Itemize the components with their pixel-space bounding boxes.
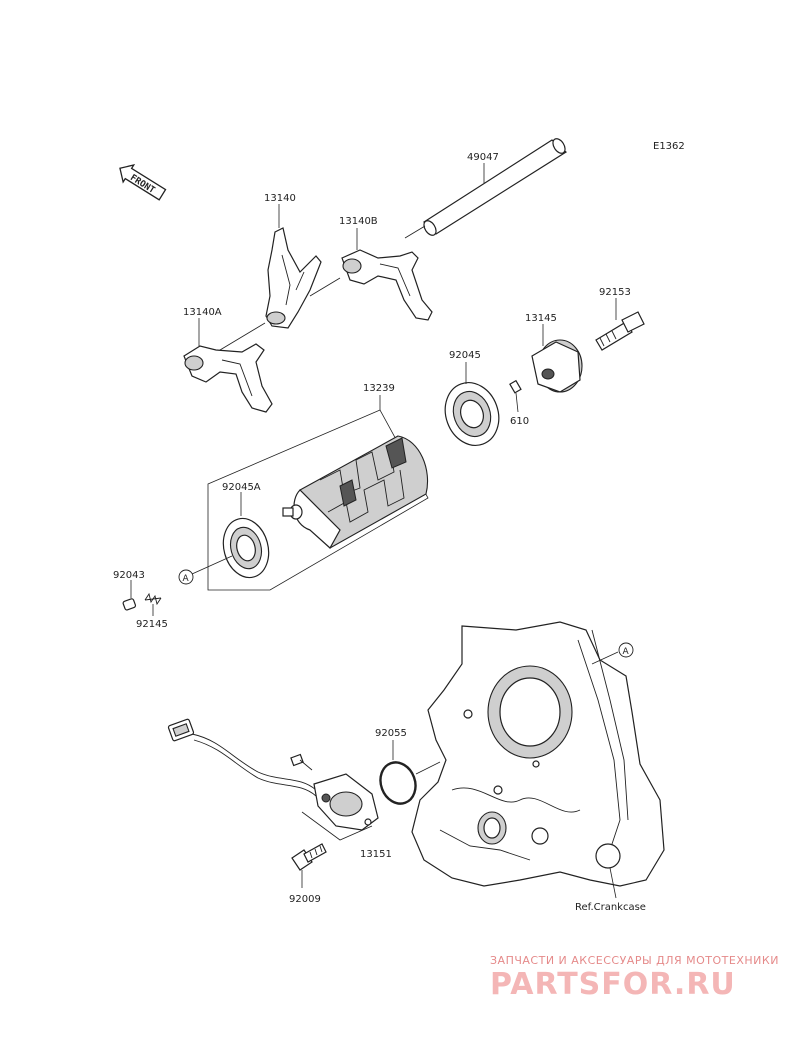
bolt-92009 bbox=[291, 843, 327, 871]
label-ref-crankcase: Ref.Crankcase bbox=[575, 902, 646, 913]
spring-92145 bbox=[144, 592, 162, 606]
ref-a-marker-right: A bbox=[591, 642, 634, 665]
gear-position-sensor-13151 bbox=[167, 718, 379, 831]
shift-fork-13140a bbox=[183, 343, 273, 413]
leader-610 bbox=[515, 392, 519, 413]
leader-13151 bbox=[301, 811, 373, 841]
label-13140: 13140 bbox=[264, 193, 296, 204]
shift-rod-49047 bbox=[209, 138, 568, 357]
shift-drum-13239 bbox=[282, 435, 428, 549]
assembly-line-oring bbox=[415, 761, 441, 775]
bolt-92153 bbox=[595, 311, 645, 351]
assembly-line-a bbox=[191, 555, 233, 575]
label-92009: 92009 bbox=[289, 894, 321, 905]
shift-fork-13140b bbox=[341, 249, 433, 321]
plunger-92043 bbox=[122, 598, 137, 611]
watermark-brand: PARTSFOR.RU bbox=[490, 967, 736, 1002]
bearing-92045 bbox=[444, 382, 500, 446]
bracket-box-13239 bbox=[207, 409, 429, 591]
leader-ref-crankcase bbox=[609, 867, 617, 899]
ref-a-marker-left: A bbox=[178, 569, 194, 585]
bearing-92045a bbox=[222, 517, 270, 579]
shift-drum-cam-13145 bbox=[531, 339, 583, 393]
shift-fork-13140 bbox=[265, 227, 322, 329]
label-49047: 49047 bbox=[467, 152, 499, 163]
o-ring-92055 bbox=[379, 761, 417, 805]
label-92043: 92043 bbox=[113, 570, 145, 581]
label-610: 610 bbox=[510, 416, 529, 427]
crankcase-outline bbox=[411, 621, 665, 887]
front-arrow-icon: FRONT bbox=[119, 164, 167, 201]
ref-a-right-label: A bbox=[623, 647, 630, 657]
label-13151: 13151 bbox=[360, 849, 392, 860]
diagram-code: E1362 bbox=[653, 141, 685, 152]
label-92045a: 92045A bbox=[222, 482, 261, 493]
label-92145: 92145 bbox=[136, 619, 168, 630]
watermark-tagline: ЗАПЧАСТИ И АКСЕССУАРЫ ДЛЯ МОТОТЕХНИКИ bbox=[490, 954, 779, 967]
label-92153: 92153 bbox=[599, 287, 631, 298]
label-92055: 92055 bbox=[375, 728, 407, 739]
label-13239: 13239 bbox=[363, 383, 395, 394]
label-92045: 92045 bbox=[449, 350, 481, 361]
label-13145: 13145 bbox=[525, 313, 557, 324]
label-13140a: 13140A bbox=[183, 307, 222, 318]
pin-610 bbox=[509, 379, 522, 394]
label-13140b: 13140B bbox=[339, 216, 378, 227]
ref-a-left-label: A bbox=[183, 574, 190, 584]
